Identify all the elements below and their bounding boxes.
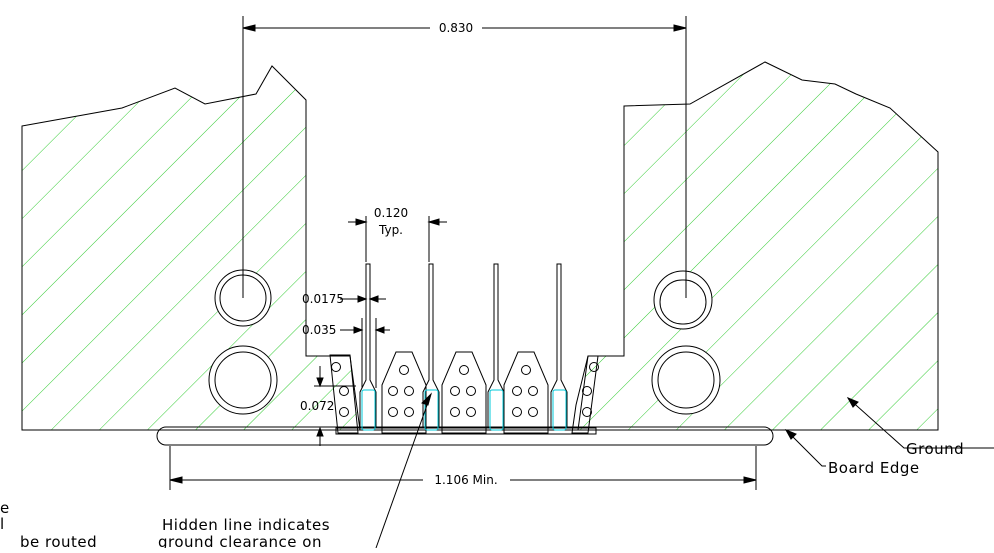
dimension-pitch <box>348 216 447 262</box>
callout-left-fragment-1: e <box>0 499 10 517</box>
dimension-trace-width-label: 0.0175 <box>302 292 344 306</box>
dimension-pitch-label: 0.120 <box>374 206 408 220</box>
dimension-clearance-width <box>169 446 757 490</box>
leader-hidden-line <box>375 392 432 549</box>
ground-plane-left <box>21 65 361 431</box>
dimension-pad-height-label: 0.072 <box>300 399 334 413</box>
signal-traces <box>359 263 568 429</box>
dimension-hole-spacing-label: 0.830 <box>439 21 473 35</box>
leader-ground <box>846 397 994 449</box>
leader-board-edge <box>784 429 826 467</box>
callout-left-fragment-2: l <box>0 515 5 533</box>
hidden-ground-clearance <box>361 389 567 431</box>
mounting-hole-right-upper <box>653 270 713 330</box>
mounting-hole-left-lower <box>208 345 278 415</box>
dimension-pitch-note: Typ. <box>378 223 403 237</box>
dimension-hole-spacing <box>242 16 687 298</box>
callout-board-edge: Board Edge <box>828 459 920 477</box>
dimension-pad-width-label: 0.035 <box>302 323 336 337</box>
dimension-trace-width <box>340 295 386 303</box>
callout-hidden-line-1: Hidden line indicates <box>162 516 330 534</box>
dimension-pad-width <box>340 318 390 388</box>
dimension-clearance-width-label: 1.106 Min. <box>434 473 497 487</box>
callout-left-fragment-3: be routed <box>20 533 97 548</box>
via-holes <box>331 362 599 417</box>
ground-plane-right <box>577 61 939 431</box>
mounting-hole-right-lower <box>651 345 721 415</box>
callout-hidden-line-2: ground clearance on <box>158 533 322 548</box>
callout-ground: Ground <box>906 440 964 458</box>
clearance-slot <box>156 426 774 446</box>
dimension-pad-height <box>314 366 356 446</box>
